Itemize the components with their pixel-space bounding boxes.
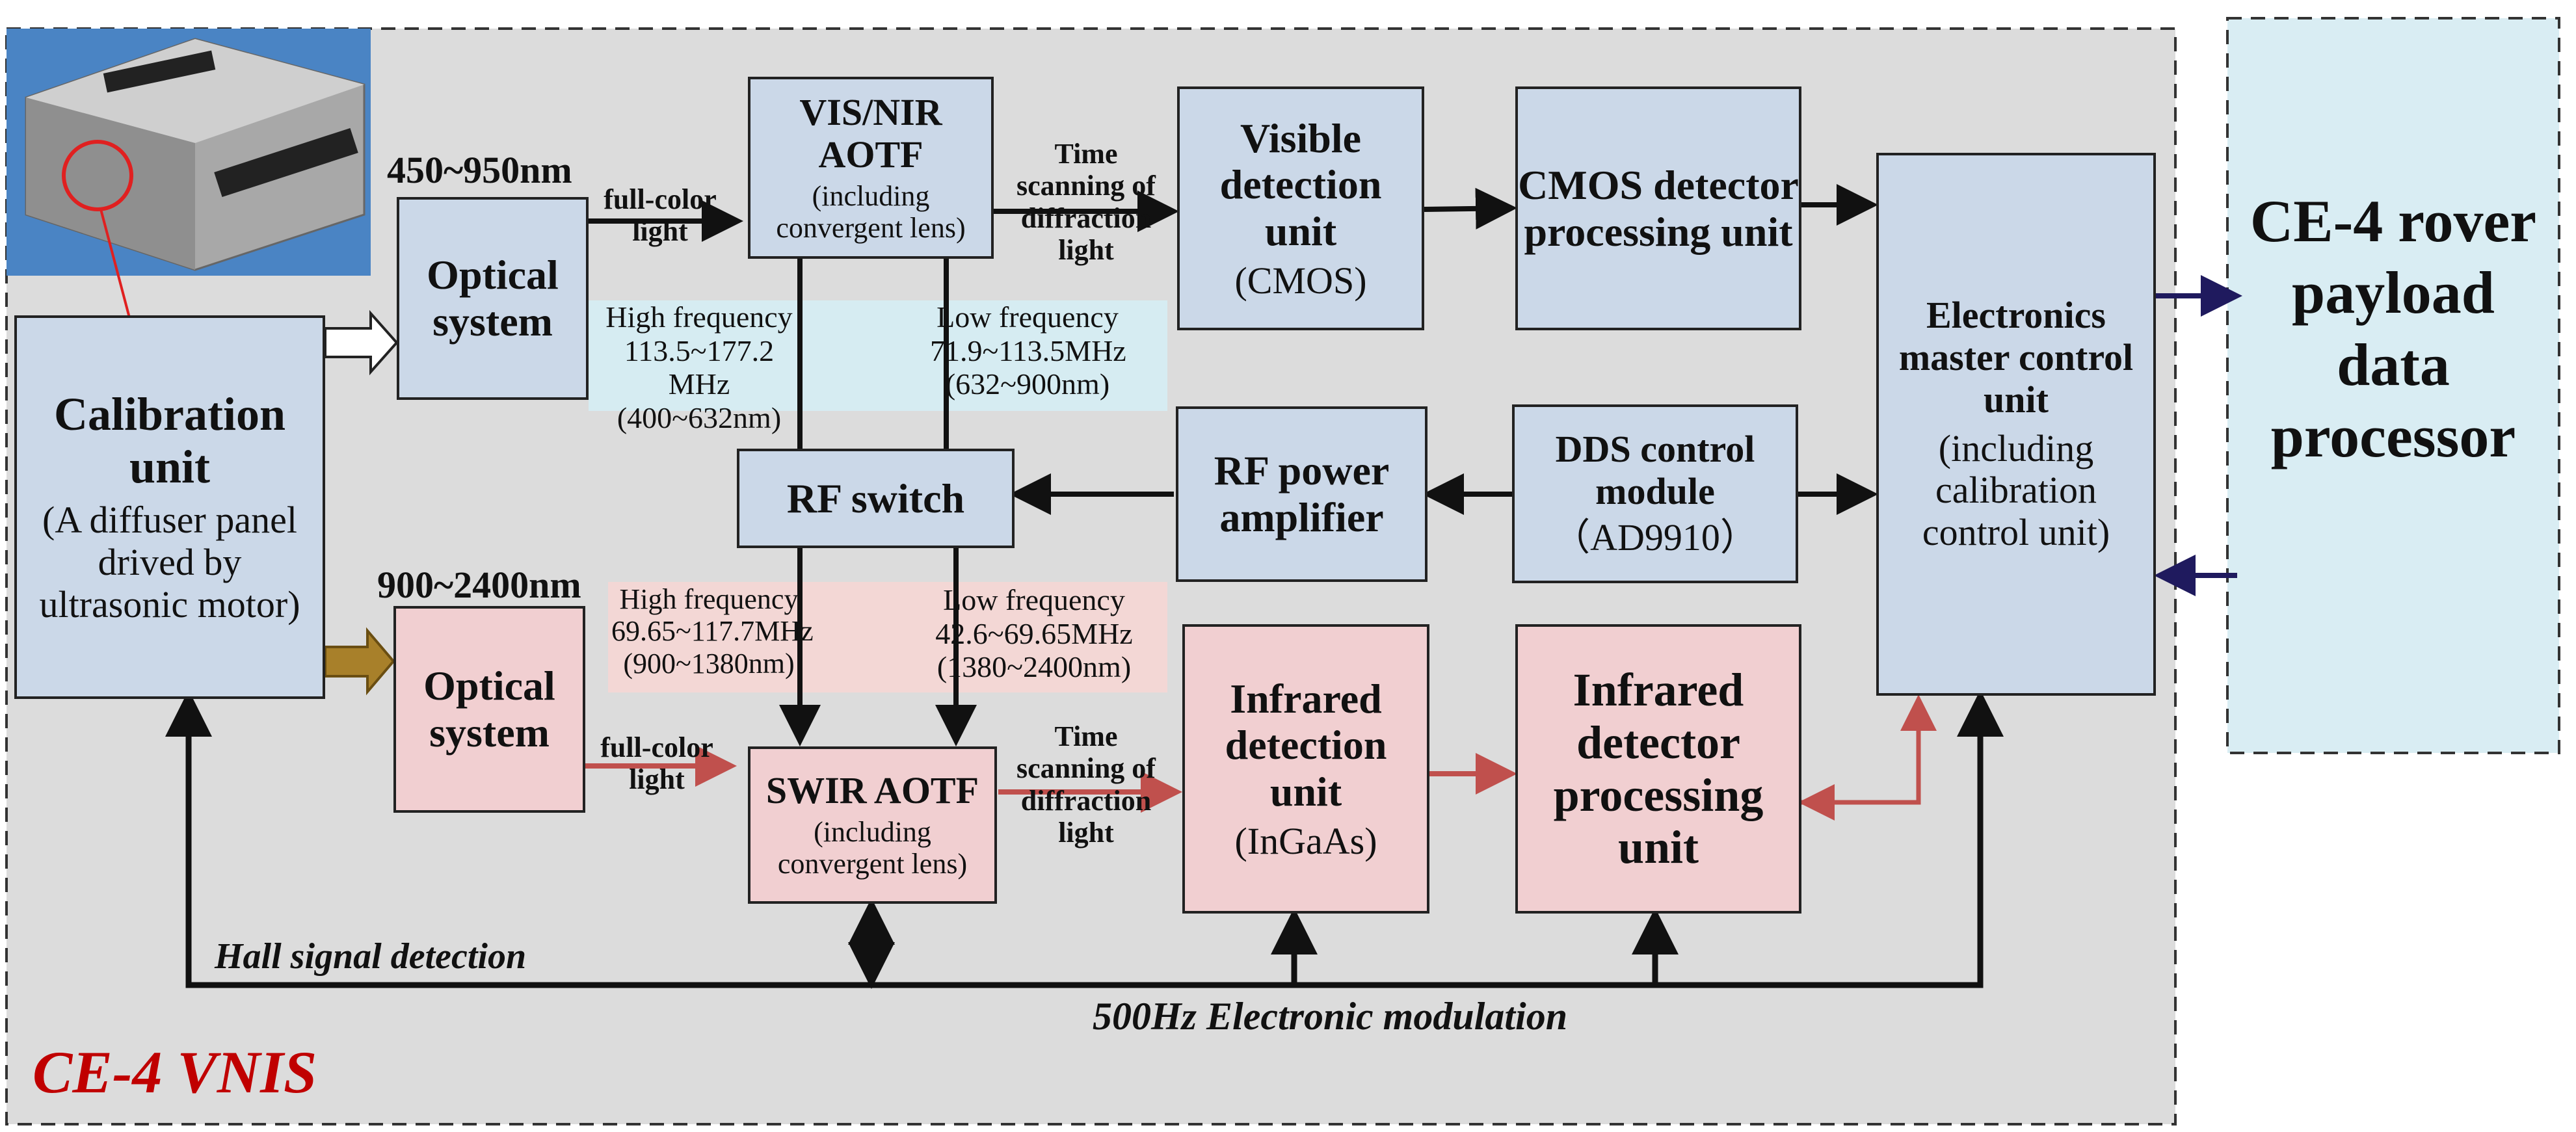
payload-processor-frame	[2226, 17, 2560, 754]
range-ir-label: 900~2400nm	[377, 564, 581, 606]
modulation-bus	[185, 699, 1984, 988]
rf-switch-title: RF switch	[786, 475, 965, 521]
cal-to-optical-vis-arrow	[324, 309, 399, 376]
infrared-detector-processing-unit-title: Infrared detector processing unit	[1553, 664, 1764, 874]
ir-low-frequency-line-3: (1380~2400nm)	[936, 650, 1132, 684]
cmos-detector-processing-unit: CMOS detector processing unit	[1515, 86, 1801, 330]
vis-low-frequency-line-3: (632~900nm)	[945, 367, 1110, 401]
optical-system-vis: Optical system	[397, 197, 589, 400]
infrared-detection-unit: Infrared detection unit (InGaAs)	[1182, 624, 1429, 914]
ir-high-frequency-line-2: 69.65~117.7MHz	[611, 615, 814, 648]
diagram-title: CE-4 VNIS	[33, 1039, 317, 1105]
vis-low-frequency: Low frequency 71.9~113.5MHz (632~900nm)	[930, 300, 1126, 401]
cal-to-optical-ir-arrow	[324, 627, 395, 696]
dds-control-module-title: DDS control module	[1555, 428, 1755, 513]
swir-aotf: SWIR AOTF (including convergent lens)	[748, 746, 997, 904]
calibration-unit-title: Calibration unit	[53, 388, 286, 493]
electronics-master-control-unit-desc: (including calibration control unit)	[1922, 427, 2110, 554]
vis-frequency-band	[589, 300, 1167, 411]
visible-detection-unit-desc: (CMOS)	[1234, 259, 1367, 302]
ir-high-frequency: High frequency 69.65~117.7MHz (900~1380n…	[611, 583, 814, 679]
full-color-light-ir: full-color light	[600, 731, 713, 796]
electronics-master-control-unit: Electronics master control unit (includi…	[1876, 153, 2156, 696]
vis-nir-aotf-title: VIS/NIR AOTF	[799, 90, 942, 176]
rf-power-amplifier: RF power amplifier	[1176, 406, 1427, 582]
time-scanning-ir: Time scanning of diffraction light	[1016, 720, 1156, 849]
payload-data-processor-title: CE-4 rover payload data processor	[2250, 188, 2537, 470]
vis-detection-to-cmos	[1424, 187, 1517, 230]
rf-switch: RF switch	[737, 449, 1015, 548]
vis-low-frequency-line-2: 71.9~113.5MHz	[930, 334, 1126, 367]
ir-high-frequency-line-1: High frequency	[619, 583, 799, 615]
cmos-detector-processing-unit-title: CMOS detector processing unit	[1518, 161, 1799, 255]
ir-low-frequency-line-1: Low frequency	[943, 583, 1125, 616]
optical-system-vis-title: Optical system	[427, 252, 559, 345]
dds-control-module: DDS control module （AD9910）	[1512, 404, 1798, 583]
visible-detection-unit: Visible detection unit (CMOS)	[1177, 86, 1424, 330]
swir-aotf-title: SWIR AOTF	[765, 769, 979, 812]
vis-nir-aotf: VIS/NIR AOTF (including convergent lens)	[748, 77, 994, 259]
optical-system-ir-title: Optical system	[423, 663, 555, 756]
optical-system-ir: Optical system	[393, 606, 585, 813]
vis-high-frequency: High frequency 113.5~177.2 MHz (400~632n…	[598, 300, 800, 434]
ir-low-frequency-line-2: 42.6~69.65MHz	[935, 616, 1133, 650]
modulation-label: 500Hz Electronic modulation	[1093, 995, 1568, 1038]
vis-high-frequency-line-3: (400~632nm)	[617, 401, 782, 434]
infrared-detection-unit-desc: (InGaAs)	[1234, 819, 1377, 862]
dds-control-module-desc: （AD9910）	[1552, 516, 1758, 559]
vis-high-frequency-line-1: High frequency	[605, 300, 793, 334]
ir-frequency-band	[608, 582, 1167, 692]
infrared-detection-unit-title: Infrared detection unit	[1225, 675, 1387, 815]
calibration-unit-desc: (A diffuser panel drived by ultrasonic m…	[39, 499, 300, 626]
instrument-photo	[7, 29, 371, 276]
full-color-light-vis: full-color light	[604, 183, 717, 248]
vis-low-frequency-line-1: Low frequency	[936, 300, 1119, 334]
swir-aotf-desc: (including convergent lens)	[777, 816, 968, 880]
vis-nir-aotf-desc: (including convergent lens)	[776, 179, 966, 244]
ir-low-frequency: Low frequency 42.6~69.65MHz (1380~2400nm…	[923, 583, 1145, 684]
infrared-detector-processing-unit: Infrared detector processing unit	[1515, 624, 1801, 914]
calibration-unit: Calibration unit (A diffuser panel drive…	[14, 315, 325, 699]
visible-detection-unit-title: Visible detection unit	[1219, 114, 1382, 254]
time-scanning-vis: Time scanning of diffraction light	[1016, 138, 1156, 266]
rf-power-amplifier-title: RF power amplifier	[1214, 447, 1390, 540]
vis-high-frequency-line-2: 113.5~177.2 MHz	[624, 334, 775, 401]
hall-signal-label: Hall signal detection	[215, 936, 527, 977]
ir-high-frequency-line-3: (900~1380nm)	[623, 647, 795, 679]
electronics-master-control-unit-title: Electronics master control unit	[1898, 293, 2134, 421]
range-vis-label: 450~950nm	[387, 149, 572, 191]
